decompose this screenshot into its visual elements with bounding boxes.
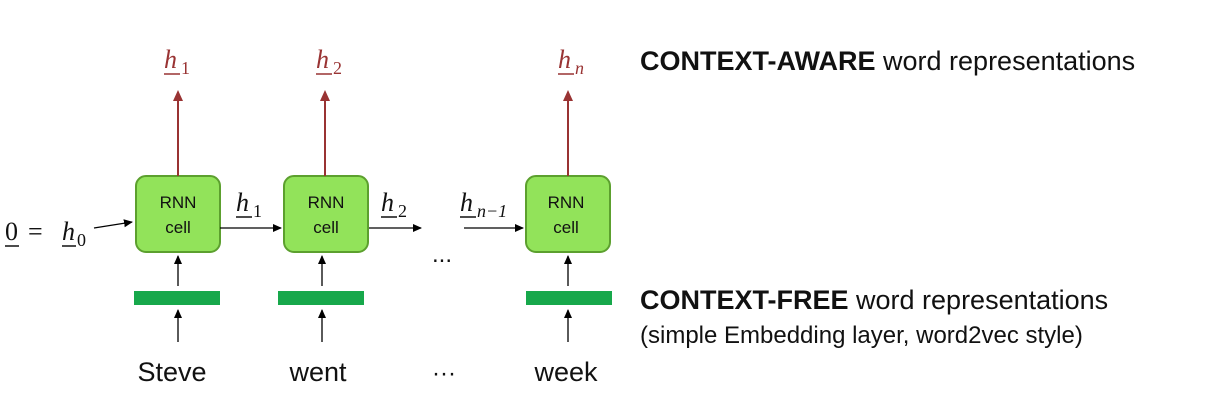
word-n: week: [533, 357, 598, 387]
output-label-2: h 2: [316, 45, 342, 78]
rnn-cell-label-line2: cell: [553, 218, 579, 237]
context-aware-caption: CONTEXT-AWARE word representations: [640, 46, 1135, 76]
transition-subscript: 1: [253, 201, 262, 221]
transition-h-symbol: h: [236, 188, 249, 217]
output-h-symbol: h: [164, 45, 177, 74]
rnn-cell-box: [525, 175, 611, 253]
embedding-bar-n: [526, 291, 612, 305]
word-1: Steve: [137, 357, 206, 387]
h0-subscript: 0: [77, 230, 86, 250]
rnn-cell-label-line1: RNN: [160, 193, 197, 212]
initial-state-label: 0 = h 0: [5, 217, 86, 250]
hidden-transition-label-2: h 2: [381, 188, 407, 221]
word-2: went: [288, 357, 347, 387]
output-label-n: h n: [558, 45, 584, 78]
context-free-bold: CONTEXT-FREE: [640, 285, 849, 315]
rnn-cell-1: RNN cell: [135, 175, 221, 253]
context-free-rest: word representations: [849, 285, 1109, 315]
rnn-cell-box: [135, 175, 221, 253]
embedding-bar-2: [278, 291, 364, 305]
hidden-transition-label-1: h 1: [236, 188, 262, 221]
h0-symbol: h: [62, 217, 75, 246]
rnn-cell-label-line2: cell: [313, 218, 339, 237]
context-aware-bold: CONTEXT-AWARE: [640, 46, 876, 76]
ellipsis-words: ···: [432, 360, 456, 387]
transition-h-symbol: h: [460, 188, 473, 217]
transition-h-symbol: h: [381, 188, 394, 217]
rnn-cell-n: RNN cell: [525, 175, 611, 253]
initial-state-arrow: [93, 219, 133, 229]
rnn-cell-2: RNN cell: [283, 175, 369, 253]
context-aware-rest: word representations: [876, 46, 1136, 76]
rnn-cell-label-line1: RNN: [308, 193, 345, 212]
transition-subscript: 2: [398, 201, 407, 221]
output-h-symbol: h: [316, 45, 329, 74]
embedding-bar-1: [134, 291, 220, 305]
output-subscript: n: [575, 58, 584, 78]
context-free-note: (simple Embedding layer, word2vec style): [640, 322, 1083, 349]
rnn-cell-label-line2: cell: [165, 218, 191, 237]
output-label-1: h 1: [164, 45, 190, 78]
output-subscript: 1: [181, 58, 190, 78]
output-h-symbol: h: [558, 45, 571, 74]
output-subscript: 2: [333, 58, 342, 78]
rnn-cell-box: [283, 175, 369, 253]
transition-subscript: n−1: [477, 201, 507, 221]
context-free-caption: CONTEXT-FREE word representations: [640, 285, 1108, 315]
equals-sign: =: [28, 217, 43, 246]
zero-vector: 0: [5, 217, 18, 246]
rnn-cell-label-line1: RNN: [548, 193, 585, 212]
ellipsis-middle: ...: [432, 241, 452, 268]
hidden-transition-label-n: h n−1: [460, 188, 507, 221]
